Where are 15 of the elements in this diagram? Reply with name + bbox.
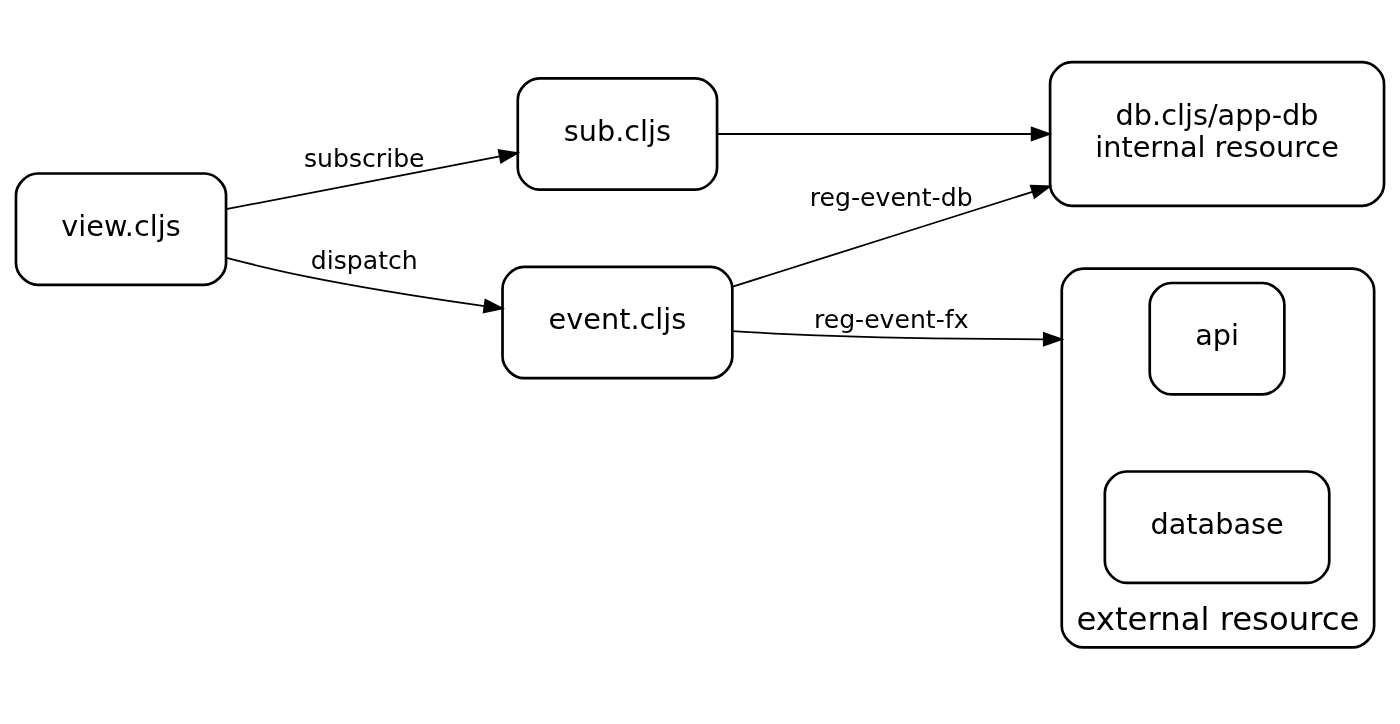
edge-label: subscribe: [303, 143, 425, 173]
node-box: sub.cljs: [516, 77, 719, 191]
arrow: [731, 330, 1065, 347]
edge-label: reg-event-db: [809, 183, 973, 213]
node-box: api: [1148, 281, 1286, 396]
arrow: [716, 126, 1053, 142]
arrow: [225, 257, 506, 314]
edge-label: reg-event-fx: [813, 305, 969, 335]
node-box: view.cljs: [14, 172, 228, 287]
node-box: event.cljs: [501, 265, 734, 380]
node-box: db.cljs/app-db internal resource: [1048, 60, 1386, 208]
node-box: database: [1103, 470, 1331, 585]
edge-label: dispatch: [310, 246, 418, 275]
arrow: [225, 149, 521, 211]
arrow: [731, 184, 1053, 288]
